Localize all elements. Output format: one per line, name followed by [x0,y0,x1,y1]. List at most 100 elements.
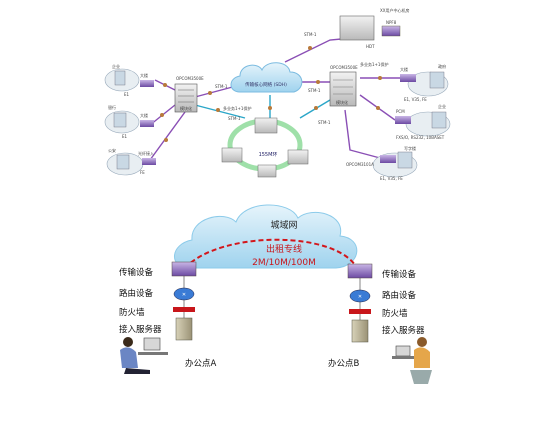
stm-label: STM-1 [308,88,321,93]
site-code: FXS/O, RS232, 10BASET [396,135,445,140]
router-icon: ✕ [182,292,186,298]
link-core-top [284,37,353,63]
link-dot [314,106,318,110]
transmission-device [171,261,197,277]
top-right-site: XX用户中心机房 NPF8 HDT [339,7,409,49]
label-access-server: 接入服务器 [119,324,162,335]
protect-label: 多业务1+1保护 [360,61,388,67]
core-cloud: 传输核心网络 (SDH) [230,62,303,93]
ring-label: 155M环 [259,152,278,158]
router-device [349,289,371,303]
top-right-site-title: XX用户中心机房 [380,7,409,13]
label-firewall: 防火墙 [119,307,145,318]
site-code: E1 [124,92,130,97]
link-dot [163,83,167,87]
left-node: OPCOM3500E 模块化 [174,76,204,113]
link-dot [208,91,212,95]
monitor [143,337,161,351]
router-icon: ✕ [358,294,362,300]
site-device: PCM [396,109,405,114]
label-transmission: 传输设备 [119,267,154,278]
link-dot [216,108,220,112]
core-cloud-label: 传输核心网络 (SDH) [245,81,287,88]
chair [410,370,432,384]
site-name: 政府 [438,63,446,69]
site-device: 大楼 [400,66,408,72]
worker-a: 办公点A [120,337,217,374]
label-transmission: 传输设备 [382,269,417,280]
site-router [395,116,411,124]
link-dot [376,106,380,110]
left-site-police: 公安 光纤接入 FE [106,147,156,176]
site-router [400,74,416,82]
right-node: OPCOM3500E 模块化 [329,65,358,107]
site-device: 大楼 [140,112,148,118]
site-device: 大楼 [140,72,148,78]
stm-label: STM-1 [228,116,241,121]
site-router [381,25,401,37]
link-left-police [149,111,186,161]
right-node-port: 模块化 [336,99,348,105]
link-dot [308,46,312,50]
site-building [113,112,127,128]
desk [138,352,168,355]
desk [392,356,416,359]
link-left-ring [194,104,246,119]
link-dot [268,106,272,110]
site-name: 银行 [108,104,116,110]
site-name: 企业 [112,63,120,69]
left-site-bank: 银行 大楼 E1 [104,104,154,139]
person-head [417,337,427,347]
site-name: 写字楼 [404,145,416,151]
site-building [397,151,413,169]
top-right-site-hdt: HDT [366,44,375,49]
access-server [175,317,193,341]
site-code: E1, V35, FE [380,176,403,181]
right-node-box [329,71,357,107]
office-a-label: 办公点A [185,358,217,369]
link-dot [164,138,168,142]
left-site-corp: 企业 大楼 E1 [104,63,154,97]
site-device: OPCOM3101A [346,162,374,167]
label-router: 路由设备 [382,290,417,301]
label-firewall: 防火墙 [382,308,408,319]
link-dot [160,113,164,117]
site-name: 公安 [108,147,116,153]
site-building [429,71,445,89]
site-code: E1 [122,134,128,139]
link-dot [316,80,320,84]
label-access-server: 接入服务器 [382,325,425,336]
site-server [339,15,375,41]
person-body [414,347,430,368]
site-code: FE [140,170,145,175]
laptop [395,345,411,357]
office-b-stack: ✕ 传输设备 路由设备 防火墙 接入服务器 [347,263,425,343]
person-head [123,337,133,347]
ring-device-right [287,149,309,165]
right-site-gov: 政府 大楼 E1, V35, FE [400,63,449,102]
link-dot [378,76,382,80]
stm-label: STM-1 [318,120,331,125]
bandwidth-label: 2M/10M/100M [252,258,316,268]
protect-label: 多业务1+1保护 [223,105,251,111]
ring-device-left [221,147,243,163]
leased-line-arc [184,238,359,271]
site-code: E1, V35, FE [404,97,427,102]
firewall-device [349,309,371,314]
transmission-device [347,263,373,279]
site-name: 企业 [438,103,446,109]
office-b-label: 办公点B [328,358,360,369]
link-right-office [344,109,381,159]
person-body [120,347,138,368]
left-node-label: OPCOM3500E [176,76,204,81]
ring-155m: 155M环 [221,117,309,178]
firewall-device [173,307,195,312]
right-site-office: 写字楼 OPCOM3101A E1, V35, FE [346,145,418,181]
bottom-network: 城域网 出租专线 2M/10M/100M ✕ 传输设备 路由设备 防火墙 接入服… [119,204,432,384]
right-site-corp: 企业 PCM FXS/O, RS232, 10BASET [395,103,451,140]
top-right-site-npf: NPF8 [386,20,397,25]
left-node-port: 模块化 [180,105,192,111]
site-router [380,155,396,163]
worker-b: 办公点B [328,337,432,384]
